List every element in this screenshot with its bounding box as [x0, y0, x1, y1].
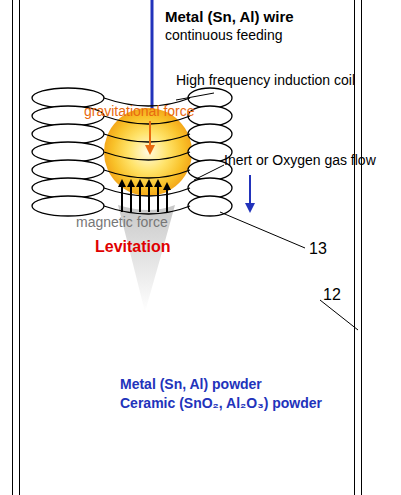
coil-winding [188, 178, 232, 198]
coil-winding [104, 134, 190, 142]
coil-winding [104, 188, 190, 196]
coil-winding [188, 124, 232, 144]
coil-winding [32, 160, 104, 180]
coil-label: High frequency induction coil [176, 72, 355, 88]
coil-winding [32, 142, 104, 162]
wire-note: continuous feeding [165, 27, 283, 43]
molten-droplet [104, 108, 192, 196]
magnetic-arrows [122, 183, 167, 212]
levitation-label: Levitation [95, 238, 171, 256]
force-label: magnetic force [76, 214, 168, 230]
coil-winding [32, 124, 104, 144]
product-label: Metal (Sn, Al) powder [120, 376, 262, 392]
coil-winding [32, 196, 104, 216]
coil-winding [104, 170, 190, 178]
product-label: Ceramic (SnO₂, Al₂O₃) powder [120, 395, 322, 411]
leader-line [176, 93, 358, 330]
tube-wall [13, 0, 362, 495]
callout-number: 13 [309, 240, 327, 258]
coil-winding [104, 206, 190, 214]
gas-flow-arrow [249, 175, 251, 208]
wire-label: Metal (Sn, Al) wire [165, 8, 294, 25]
coil-winding [188, 88, 232, 108]
callout-number: 12 [323, 286, 341, 304]
gravity-arrow [149, 121, 151, 150]
metal-wire [151, 0, 154, 110]
coil-winding [32, 178, 104, 198]
gas-label: Inert or Oxygen gas flow [224, 152, 376, 168]
force-label: gravitational force [84, 103, 195, 119]
coil-winding [188, 196, 232, 216]
coil-winding [188, 106, 232, 126]
coil-winding [104, 152, 190, 160]
